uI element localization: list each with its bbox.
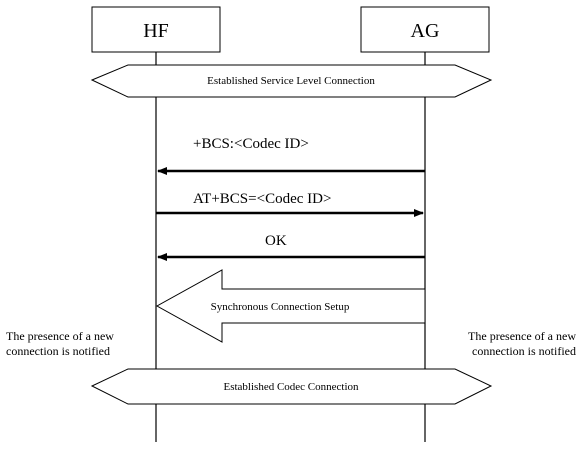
ag-entity-box: AG	[360, 6, 490, 53]
message-bcs: +BCS:<Codec ID>	[157, 136, 425, 175]
ag-notification-note: The presence of a new connection is noti…	[468, 329, 576, 358]
ag-entity-label: AG	[411, 20, 440, 42]
service-level-connection-label: Established Service Level Connection	[207, 75, 375, 87]
message-ok: OK	[157, 233, 425, 261]
hf-note-line-1: The presence of a new	[6, 329, 114, 343]
hf-entity-label: HF	[143, 20, 169, 42]
ag-note-line-1: The presence of a new	[468, 329, 576, 343]
message-at-bcs: AT+BCS=<Codec ID>	[156, 191, 424, 217]
codec-connection-band: Established Codec Connection	[90, 368, 493, 405]
ag-note-line-2: connection is notified	[472, 344, 576, 358]
synchronous-connection-setup-label: Synchronous Connection Setup	[211, 301, 350, 313]
message-bcs-label: +BCS:<Codec ID>	[193, 136, 309, 152]
service-level-connection-band: Established Service Level Connection	[90, 64, 493, 98]
hf-note-line-2: connection is notified	[6, 344, 110, 358]
message-ok-label: OK	[265, 233, 287, 249]
hf-entity-box: HF	[91, 6, 221, 53]
hf-notification-note: The presence of a new connection is noti…	[6, 329, 114, 358]
codec-connection-label: Established Codec Connection	[223, 381, 359, 393]
synchronous-connection-setup-arrow: Synchronous Connection Setup	[155, 269, 426, 343]
message-at-bcs-label: AT+BCS=<Codec ID>	[193, 191, 331, 207]
